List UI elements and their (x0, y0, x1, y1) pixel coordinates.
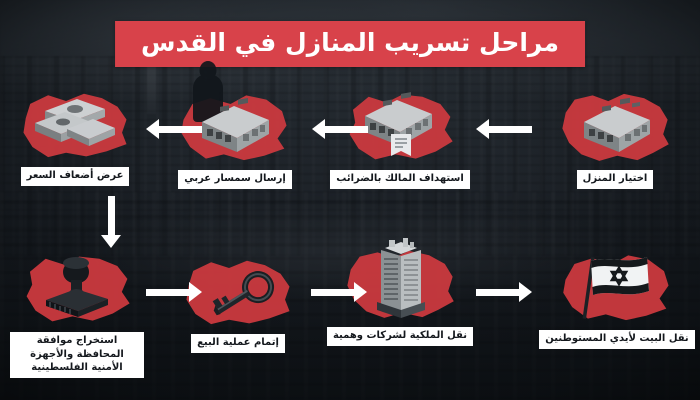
old-key-icon (196, 258, 280, 324)
step-4-label: عرض أضعاف السعر (20, 167, 130, 186)
arrow-step6-to-step7 (311, 282, 367, 303)
flow-step-5[interactable]: استخراج موافقة المحافظة والأجهزة الأمنية… (2, 250, 152, 378)
step-6-label: إتمام عملية البيع (191, 334, 285, 353)
step-3-label: إرسال سمسار عربي (178, 170, 292, 189)
step-3-icon-area (160, 74, 310, 166)
flow-step-6[interactable]: إتمام عملية البيع (163, 252, 313, 353)
step-8-label: نقل البيت لأيدي المستوطنين (539, 330, 695, 349)
step-4-icon-area (0, 85, 150, 163)
page-title: مراحل تسريب المنازل في القدس (115, 21, 585, 67)
flow-step-2[interactable]: استهداف المالك بالضرائب (325, 88, 475, 189)
arrow-step7-to-step8 (476, 282, 532, 303)
step-7-icon-area (325, 238, 475, 323)
office-tower-icon (363, 238, 437, 328)
israeli-flag-icon (569, 247, 665, 327)
money-stacks-icon (29, 91, 121, 157)
step-5-label: استخراج موافقة المحافظة والأجهزة الأمنية… (10, 332, 144, 378)
rubber-stamp-icon (36, 255, 118, 323)
flow-step-3[interactable]: إرسال سمسار عربي (160, 74, 310, 189)
arrow-step2-to-step3 (312, 119, 368, 140)
arrow-step4-to-step5 (101, 196, 122, 248)
step-7-label: نقل الملكية لشركات وهمية (326, 327, 474, 346)
step-8-icon-area (542, 248, 692, 326)
flow-step-8[interactable]: نقل البيت لأيدي المستوطنين (539, 248, 695, 349)
step-2-icon-area (325, 88, 475, 166)
arrow-step3-to-step4 (146, 119, 202, 140)
step-1-icon-area (540, 88, 690, 166)
step-2-label: استهداف المالك بالضرائب (330, 170, 470, 189)
step-5-icon-area (2, 250, 152, 328)
arrow-step5-to-step6 (146, 282, 202, 303)
flow-step-7[interactable]: نقل الملكية لشركات وهمية (325, 238, 475, 346)
flow-step-1[interactable]: اختيار المنزل (540, 88, 690, 189)
step-1-label: اختيار المنزل (576, 170, 654, 189)
house-with-tax-document-icon (355, 90, 445, 164)
arrow-step1-to-step2 (476, 119, 532, 140)
flow-step-4[interactable]: عرض أضعاف السعر (0, 85, 150, 186)
house-with-broker-silhouette-icon (191, 95, 279, 159)
house-building-icon (572, 94, 658, 160)
step-6-icon-area (163, 252, 313, 330)
